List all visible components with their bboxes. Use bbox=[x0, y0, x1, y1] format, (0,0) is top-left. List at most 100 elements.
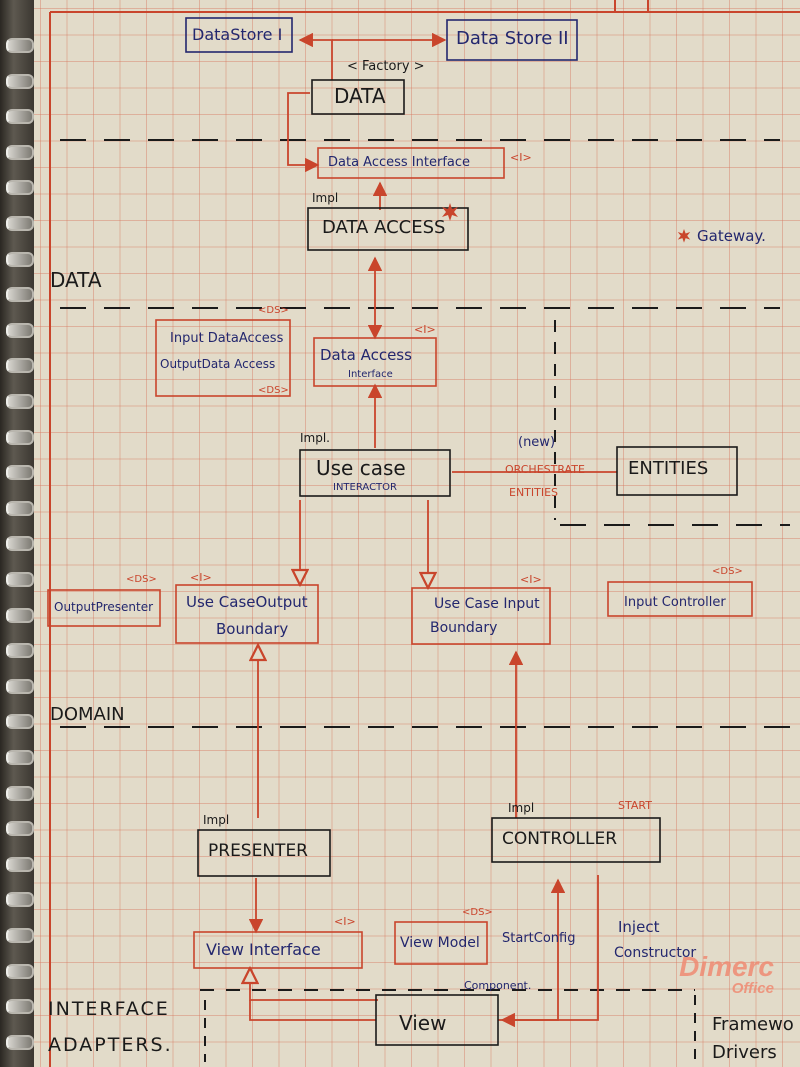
tag-interface-view: <I> bbox=[334, 915, 356, 928]
spiral-ring bbox=[6, 572, 34, 587]
label-start: START bbox=[618, 799, 652, 812]
tag-ds-input-controller: <DS> bbox=[712, 566, 743, 577]
label-use-case: Use case bbox=[316, 456, 406, 480]
box-view bbox=[375, 994, 499, 1046]
spiral-ring bbox=[6, 786, 34, 801]
spiral-ring bbox=[6, 679, 34, 694]
label-controller: CONTROLLER bbox=[502, 829, 618, 849]
tag-interface-output: <I> bbox=[190, 571, 212, 584]
watermark-sub: Office bbox=[731, 980, 774, 997]
label-datastore2: Data Store II bbox=[456, 28, 569, 49]
box-input-controller bbox=[607, 581, 753, 617]
label-view-interface: View Interface bbox=[206, 940, 321, 959]
spiral-ring bbox=[6, 999, 34, 1014]
spiral-ring bbox=[6, 892, 34, 907]
tag-interface-top: <I> bbox=[510, 151, 532, 164]
tag-ds-output-presenter: <DS> bbox=[126, 574, 157, 585]
tag-ds-view-model: <DS> bbox=[462, 907, 493, 918]
view-impl-view-interface bbox=[250, 968, 378, 1001]
box-view-interface bbox=[193, 931, 363, 969]
spiral-ring bbox=[6, 857, 34, 872]
notebook-spiral-binding bbox=[0, 0, 34, 1067]
label-start-config: StartConfig bbox=[502, 931, 576, 946]
box-data-access bbox=[307, 207, 469, 251]
page-frame bbox=[49, 0, 800, 1067]
label-data-box: DATA bbox=[334, 84, 386, 108]
spiral-ring bbox=[6, 358, 34, 373]
label-constructor: Constructor bbox=[614, 945, 697, 961]
box-data-access-interface-top bbox=[317, 147, 505, 179]
spiral-ring bbox=[6, 216, 34, 231]
view-to-controller bbox=[498, 878, 566, 1021]
box-view-model bbox=[394, 921, 488, 965]
tag-interface-input: <I> bbox=[520, 573, 542, 586]
graph-paper-sheet bbox=[34, 0, 800, 1067]
watermark-logo: Dimerc Office bbox=[679, 951, 774, 997]
legend-gateway: Gateway. bbox=[697, 227, 766, 245]
label-orchestrate-entities: ENTITIES bbox=[509, 486, 559, 499]
data-to-datastore1 bbox=[298, 32, 333, 80]
layer-label-interface-1: INTERFACE bbox=[48, 998, 170, 1020]
tag-ds-data-access-top: <DS> bbox=[258, 305, 289, 316]
gateway-star-icon bbox=[442, 203, 458, 221]
box-controller bbox=[491, 817, 661, 863]
label-presenter: PRESENTER bbox=[208, 841, 308, 861]
layer-boundaries bbox=[60, 139, 790, 1062]
layer-label-interface-2: ADAPTERS. bbox=[48, 1034, 173, 1056]
spiral-ring bbox=[6, 252, 34, 267]
connectors bbox=[250, 32, 617, 1028]
spiral-ring bbox=[6, 501, 34, 516]
gateway-legend-star-icon bbox=[677, 229, 691, 243]
label-input-data-access: Input DataAccess bbox=[170, 331, 284, 346]
label-view: View bbox=[399, 1011, 447, 1035]
box-input-output-data-access bbox=[155, 319, 291, 397]
label-factory: < Factory > bbox=[347, 59, 425, 74]
box-use-case-input-boundary bbox=[411, 587, 551, 645]
label-output-presenter: OutputPresenter bbox=[54, 600, 154, 614]
spiral-ring bbox=[6, 74, 34, 89]
label-output-data-access: OutputData Access bbox=[160, 357, 276, 371]
spiral-ring bbox=[6, 643, 34, 658]
label-data-access: DATA ACCESS bbox=[322, 217, 446, 238]
spiral-ring bbox=[6, 608, 34, 623]
spiral-ring bbox=[6, 821, 34, 836]
boxes bbox=[47, 17, 753, 1046]
spiral-ring bbox=[6, 145, 34, 160]
label-view-model: View Model bbox=[400, 935, 480, 951]
spiral-ring bbox=[6, 536, 34, 551]
label-use-case-input: Use Case Input bbox=[434, 596, 540, 612]
spiral-ring bbox=[6, 38, 34, 53]
box-entities bbox=[616, 446, 738, 496]
box-datastore2 bbox=[446, 19, 578, 61]
label-impl-presenter: Impl bbox=[203, 813, 230, 827]
spiral-ring bbox=[6, 323, 34, 338]
label-use-case-output: Use CaseOutput bbox=[186, 593, 308, 611]
label-interactor: INTERACTOR bbox=[333, 482, 397, 493]
inject-constructor bbox=[500, 875, 599, 1028]
label-orchestrate: ORCHESTRATE bbox=[505, 463, 585, 476]
label-data-access-interface-top: Data Access Interface bbox=[328, 155, 471, 170]
box-datastore1 bbox=[185, 17, 293, 53]
watermark-brand: Dimerc bbox=[679, 951, 774, 982]
spiral-ring bbox=[6, 1035, 34, 1050]
box-presenter bbox=[197, 829, 331, 877]
label-new: (new) bbox=[518, 435, 556, 450]
box-data bbox=[311, 79, 405, 115]
layer-label-frameworks-1: Framewo bbox=[712, 1014, 794, 1035]
label-impl-controller: Impl bbox=[508, 801, 535, 815]
spiral-ring bbox=[6, 430, 34, 445]
layer-label-domain: DOMAIN bbox=[50, 704, 125, 725]
label-datastore1: DataStore I bbox=[192, 25, 283, 44]
spiral-ring bbox=[6, 287, 34, 302]
label-input-controller: Input Controller bbox=[624, 595, 726, 610]
layer-label-data: DATA bbox=[50, 268, 102, 292]
label-entities: ENTITIES bbox=[628, 458, 709, 479]
spiral-ring bbox=[6, 394, 34, 409]
label-data-access-interface-mid: Data Access bbox=[320, 346, 412, 364]
spiral-ring bbox=[6, 750, 34, 765]
tag-interface-mid: <I> bbox=[414, 323, 436, 336]
spiral-ring bbox=[6, 928, 34, 943]
box-output-presenter bbox=[47, 589, 161, 627]
box-use-case bbox=[299, 449, 451, 497]
